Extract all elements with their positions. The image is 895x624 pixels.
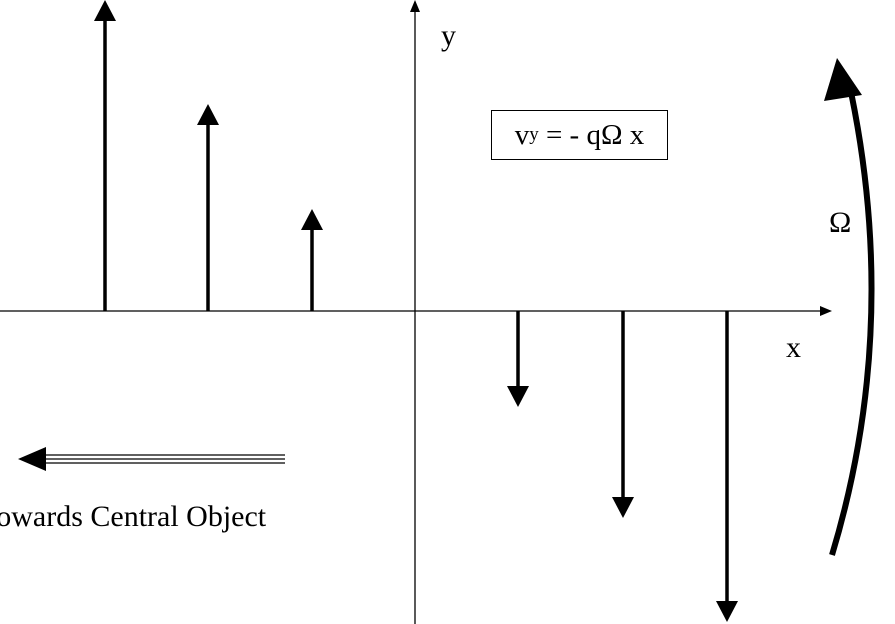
x-axis-label: x	[786, 331, 801, 364]
y-axis-arrowhead	[410, 0, 420, 12]
rotation-arc	[829, 91, 875, 556]
velocity-arrow-down-mid	[612, 311, 634, 518]
velocity-arrow-up-far	[94, 0, 116, 311]
central-object-arrow	[18, 447, 285, 471]
velocity-arrow-up-near	[301, 209, 323, 311]
y-axis-label: y	[441, 19, 456, 52]
x-axis-arrowhead	[820, 306, 832, 316]
equation-subscript: y	[529, 124, 539, 145]
velocity-arrow-down-near	[507, 311, 529, 407]
central-object-label: Towards Central Object	[0, 500, 267, 533]
velocity-arrow-up-mid	[197, 104, 219, 311]
omega-label: Ω	[829, 206, 852, 239]
velocity-arrow-down-far	[716, 311, 738, 622]
equation-rhs: = - qΩ x	[538, 118, 645, 151]
equation-v: v	[514, 118, 530, 151]
rotation-arrowhead	[824, 58, 862, 101]
